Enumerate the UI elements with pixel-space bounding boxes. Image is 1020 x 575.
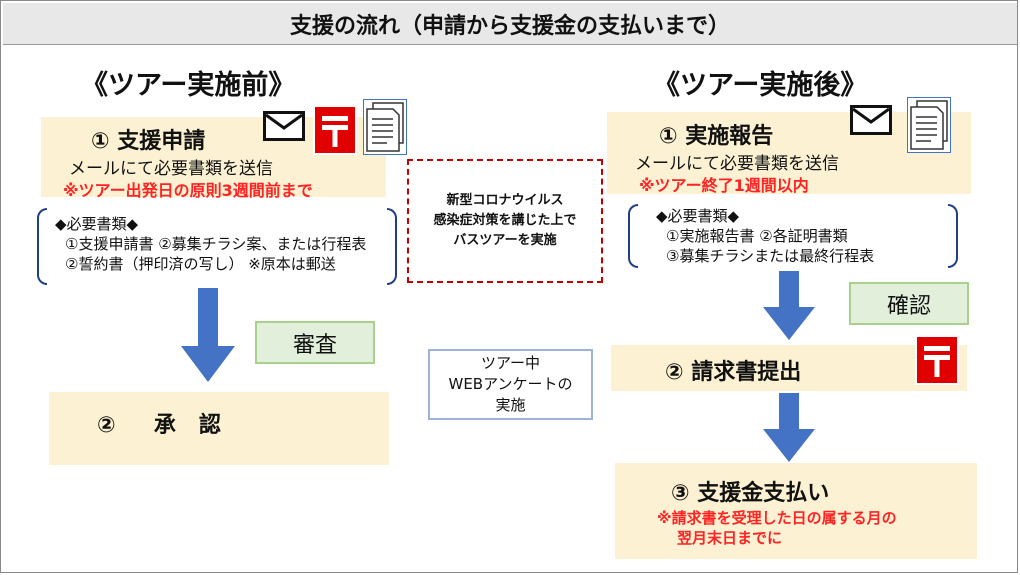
payment-box: ③ 支援金支払い ※請求書を受理した日の属する月の 翌月末日までに [615, 463, 977, 559]
bracket-left [628, 204, 638, 268]
bracket-right [948, 204, 958, 268]
mail-icon [850, 105, 892, 135]
mail-icon [263, 111, 305, 141]
before-step1-title: ① 支援申請 [91, 129, 206, 154]
after-step1-desc: メールにて必要書類を送信 [635, 154, 839, 174]
before-step1-desc: メールにて必要書類を送信 [69, 159, 273, 179]
flow-arrow [763, 271, 815, 341]
before-heading: 《ツアー実施前》 [81, 70, 296, 101]
review-label: 審査 [255, 321, 375, 364]
payment-note-1: ※請求書を受理した日の属する月の [657, 509, 897, 527]
covid-line-3: バスツアーを実施 [453, 233, 557, 248]
flow-arrow [181, 288, 235, 383]
before-step1-note: ※ツアー出発日の原則3週間前まで [63, 181, 313, 200]
after-step1-title: ① 実施報告 [659, 124, 774, 149]
survey-line-3: 実施 [495, 396, 526, 414]
docs-header: ◆必要書類◆ [656, 207, 740, 225]
invoice-box: ② 請求書提出 [611, 345, 967, 391]
payment-note-2: 翌月末日までに [677, 529, 783, 547]
page-title: 支援の流れ（申請から支援金の支払いまで） [3, 3, 1017, 45]
document-icon [907, 97, 951, 153]
bracket-left [37, 208, 47, 285]
document-icon [363, 99, 407, 155]
survey-line-1: ツアー中 [480, 354, 541, 372]
docs-header: ◆必要書類◆ [55, 215, 139, 233]
before-step2-box: ② 承 認 [49, 392, 389, 465]
survey-line-2: WEBアンケートの [448, 375, 573, 393]
approval-title: ② 承 認 [97, 413, 221, 438]
after-heading: 《ツアー実施後》 [653, 70, 868, 101]
after-docs-list: ◆必要書類◆ ①実施報告書 ②各証明書類 ③募集チラシまたは最終行程表 [628, 204, 958, 268]
bracket-right [387, 208, 397, 285]
covid-line-2: 感染症対策を講じた上で [433, 213, 577, 228]
before-docs-list: ◆必要書類◆ ①支援申請書 ②募集チラシ案、または行程表 ②誓約書（押印済の写し… [37, 208, 397, 285]
payment-title: ③ 支援金支払い [671, 481, 830, 506]
docs-line-2: ②誓約書（押印済の写し） ※原本は郵送 [65, 255, 336, 273]
survey-box: ツアー中 WEBアンケートの 実施 [428, 349, 593, 420]
after-step1-box: ① 実施報告 メールにて必要書類を送信 ※ツアー終了1週間以内 [607, 112, 971, 195]
invoice-title: ② 請求書提出 [665, 360, 802, 385]
docs-line-2: ③募集チラシまたは最終行程表 [666, 247, 875, 265]
docs-line-1: ①実施報告書 ②各証明書類 [666, 227, 848, 245]
covid-line-1: 新型コロナウイルス [446, 193, 564, 208]
post-office-icon [915, 335, 959, 385]
post-office-icon [313, 105, 357, 155]
covid-measures-box: 新型コロナウイルス 感染症対策を講じた上で バスツアーを実施 [407, 159, 603, 283]
docs-line-1: ①支援申請書 ②募集チラシ案、または行程表 [65, 235, 367, 253]
confirm-label: 確認 [849, 282, 969, 325]
after-step1-note: ※ツアー終了1週間以内 [639, 176, 809, 195]
flow-arrow [763, 393, 815, 463]
